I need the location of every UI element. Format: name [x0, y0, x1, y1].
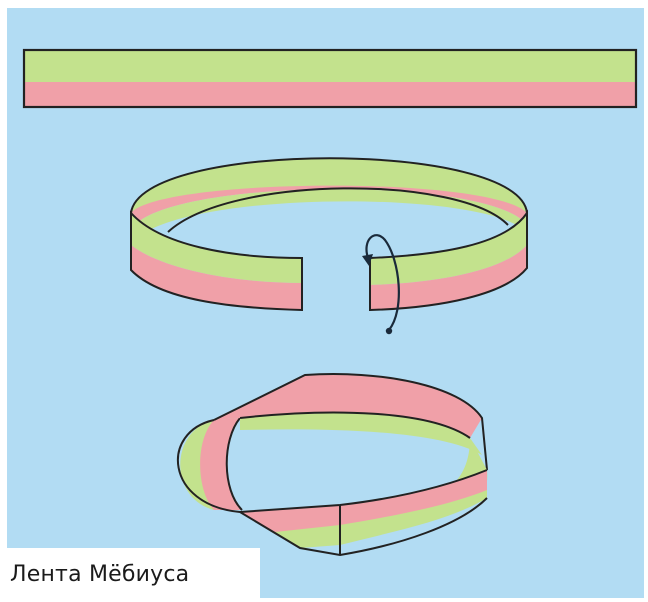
twist-arrow-tail-dot — [386, 328, 392, 334]
caption-box: Лента Мёбиуса — [0, 548, 260, 602]
flat-strip-green-stripe — [24, 50, 636, 82]
mobius-left-loop-pink — [200, 418, 242, 510]
open-ring — [131, 158, 527, 310]
flat-strip-pink-stripe — [24, 82, 636, 107]
mobius-strip — [178, 374, 487, 555]
flat-strip — [24, 50, 636, 107]
diagram-caption: Лента Мёбиуса — [10, 562, 189, 587]
